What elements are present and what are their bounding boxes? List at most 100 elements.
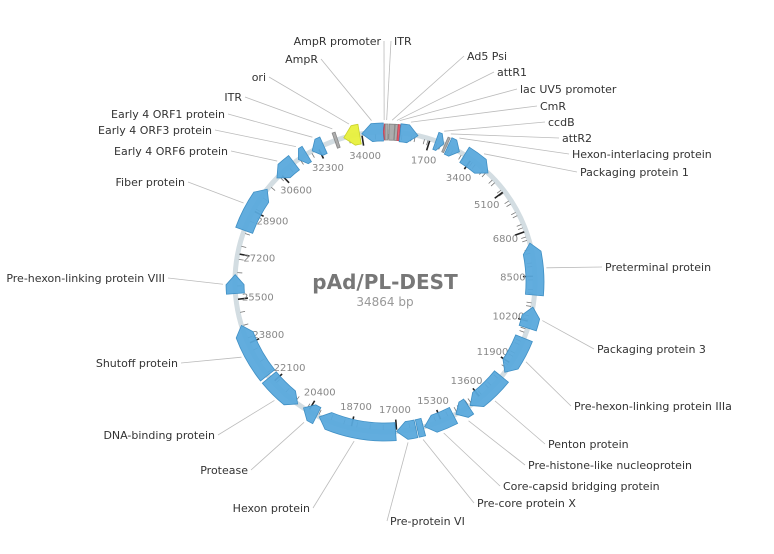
label-hexon-interlacing[interactable]: Hexon-interlacing protein — [572, 148, 712, 161]
tick-label: 28900 — [257, 217, 289, 228]
label-pre-hexon-iiia[interactable]: Pre-hexon-linking protein IIIa — [574, 400, 732, 413]
feature-preterminal[interactable] — [522, 242, 545, 297]
minor-tick — [426, 140, 429, 146]
feature-ad5-psi[interactable] — [388, 123, 396, 141]
leader-line — [187, 181, 244, 204]
label-lac-uv5[interactable]: lac UV5 promoter — [520, 83, 617, 96]
label-shutoff[interactable]: Shutoff protein — [96, 357, 178, 370]
label-ad5-psi[interactable]: Ad5 Psi — [467, 50, 507, 63]
minor-tick — [522, 240, 528, 243]
label-preterminal[interactable]: Preterminal protein — [605, 261, 711, 274]
feature-packaging-1[interactable] — [459, 146, 489, 174]
feature-ori[interactable] — [343, 123, 362, 146]
feature-pre-hexon-iiia[interactable] — [502, 334, 533, 373]
minor-tick — [311, 153, 315, 158]
label-ccdb[interactable]: ccdB — [548, 116, 575, 129]
tick-label: 23800 — [252, 330, 284, 341]
leader-line — [444, 121, 546, 132]
feature-e4-orf6[interactable] — [276, 154, 301, 179]
feature-e4-orf3[interactable] — [298, 145, 313, 165]
feature-penton[interactable] — [469, 370, 510, 407]
leader-line — [468, 420, 526, 466]
leader-line — [214, 129, 297, 148]
label-attr2[interactable]: attR2 — [562, 132, 592, 145]
leader-line — [396, 71, 495, 121]
feature-ccdb[interactable] — [432, 131, 445, 151]
feature-ampr[interactable] — [361, 122, 384, 142]
feature-fiber[interactable] — [235, 188, 270, 234]
tick-label: 22100 — [274, 363, 306, 374]
leader-line — [180, 356, 242, 364]
minor-tick — [458, 154, 462, 160]
feature-pre-core-x[interactable] — [414, 417, 427, 438]
minor-tick — [318, 409, 322, 415]
minor-tick — [422, 139, 425, 145]
feature-attr2[interactable] — [441, 136, 451, 154]
tick-label: 27200 — [243, 253, 275, 264]
feature-itr-left[interactable] — [384, 123, 389, 141]
label-leaders — [167, 40, 603, 522]
feature-core-capsid[interactable] — [424, 406, 459, 433]
label-cmr[interactable]: CmR — [540, 100, 566, 113]
minor-tick — [526, 301, 532, 304]
minor-tick — [499, 192, 504, 197]
leader-line — [386, 40, 392, 121]
leader-line — [320, 58, 372, 121]
feature-shutoff[interactable] — [235, 324, 276, 382]
label-pre-hexon-viii[interactable]: Pre-hexon-linking protein VIII — [6, 272, 165, 285]
feature-pre-hexon-viii[interactable] — [225, 274, 245, 295]
label-ampr-promoter[interactable]: AmpR promoter — [294, 35, 382, 48]
minor-tick — [490, 182, 496, 187]
minor-tick — [467, 398, 472, 403]
leader-line — [494, 400, 546, 445]
label-dna-binding[interactable]: DNA-binding protein — [103, 429, 215, 442]
leader-line — [312, 440, 355, 509]
minor-tick — [512, 215, 518, 219]
tick-label: 25500 — [242, 292, 274, 303]
label-e4-orf3[interactable]: Early 4 ORF3 protein — [98, 124, 212, 137]
feature-e4-orf1[interactable] — [311, 136, 328, 156]
feature-hexon-interlacing[interactable] — [443, 137, 460, 157]
tick-label: 11900 — [477, 347, 509, 358]
label-core-capsid[interactable]: Core-capsid bridging protein — [503, 480, 660, 493]
feature-protease[interactable] — [302, 404, 322, 425]
leader-line — [410, 105, 538, 123]
feature-lac-uv5[interactable] — [396, 124, 401, 142]
feature-cmr[interactable] — [398, 123, 419, 144]
label-itr-right[interactable]: ITR — [224, 91, 242, 104]
label-fiber[interactable]: Fiber protein — [116, 176, 185, 189]
feature-pre-protein-vi[interactable] — [396, 419, 419, 440]
leader-line — [391, 55, 465, 121]
leader-line — [167, 277, 224, 285]
tick-label: 18700 — [340, 402, 372, 413]
label-pre-protein-vi[interactable]: Pre-protein VI — [390, 515, 465, 528]
label-ori[interactable]: ori — [252, 71, 266, 84]
leader-line — [399, 88, 518, 122]
label-packaging-3[interactable]: Packaging protein 3 — [597, 343, 706, 356]
label-e4-orf6[interactable]: Early 4 ORF6 protein — [114, 145, 228, 158]
feature-pre-histone[interactable] — [455, 398, 475, 418]
feature-packaging-3[interactable] — [518, 306, 541, 332]
feature-itr-right[interactable] — [331, 131, 341, 149]
minor-tick — [481, 172, 486, 178]
label-pre-core-x[interactable]: Pre-core protein X — [477, 497, 576, 510]
label-itr-left[interactable]: ITR — [394, 35, 412, 48]
label-penton[interactable]: Penton protein — [548, 438, 629, 451]
label-attr1[interactable]: attR1 — [497, 66, 527, 79]
leader-line — [230, 150, 278, 162]
feature-dna-binding[interactable] — [261, 371, 299, 406]
feature-hexon[interactable] — [318, 412, 397, 442]
label-packaging-1[interactable]: Packaging protein 1 — [580, 166, 689, 179]
label-ampr[interactable]: AmpR — [285, 53, 318, 66]
tick-label: 6800 — [493, 234, 518, 245]
minor-tick — [243, 323, 249, 326]
label-pre-histone[interactable]: Pre-histone-like nucleoprotein — [528, 459, 692, 472]
leader-line — [525, 361, 572, 407]
label-hexon[interactable]: Hexon protein — [233, 502, 310, 515]
label-e4-orf1[interactable]: Early 4 ORF1 protein — [111, 108, 225, 121]
label-protease[interactable]: Protease — [200, 464, 248, 477]
leader-line — [268, 76, 350, 125]
minor-tick — [238, 258, 244, 261]
minor-tick — [521, 236, 527, 239]
